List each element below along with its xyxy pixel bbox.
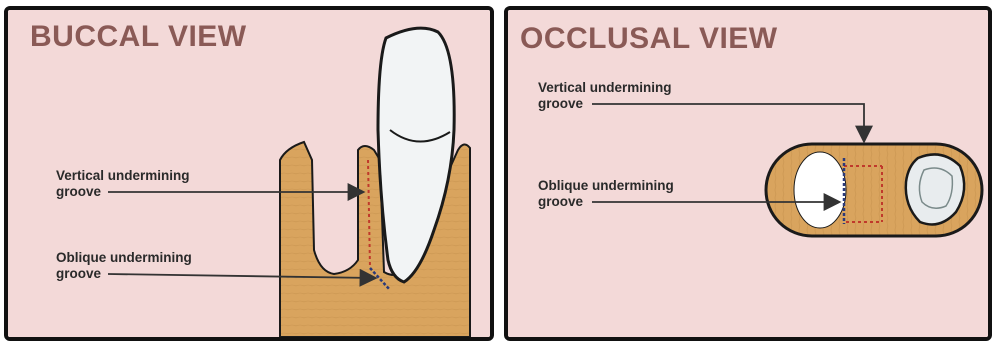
- occlusal-view-diagram: OCCLUSAL VIEW Vertical undermining groov…: [508, 10, 988, 337]
- buccal-view-diagram: BUCCAL VIEW Vertical undermining groove …: [8, 10, 490, 337]
- socket: [794, 152, 846, 228]
- vertical-groove-label-line1: Vertical undermining: [56, 168, 190, 183]
- oblique-groove-label-line1: Oblique undermining: [538, 178, 674, 193]
- oblique-groove-label-line1: Oblique undermining: [56, 250, 192, 265]
- vertical-groove-label-line2: groove: [56, 184, 102, 199]
- vertical-groove-label-line2: groove: [538, 96, 584, 111]
- panel-title: BUCCAL VIEW: [30, 20, 247, 53]
- oblique-groove-label-line2: groove: [538, 194, 584, 209]
- buccal-view-panel: BUCCAL VIEW Vertical undermining groove …: [4, 6, 494, 341]
- adjacent-tooth: [906, 154, 964, 224]
- oblique-groove-label-line2: groove: [56, 266, 102, 281]
- panel-title: OCCLUSAL VIEW: [520, 22, 778, 55]
- occlusal-view-panel: OCCLUSAL VIEW Vertical undermining groov…: [504, 6, 992, 341]
- vertical-groove-label-line1: Vertical undermining: [538, 80, 672, 95]
